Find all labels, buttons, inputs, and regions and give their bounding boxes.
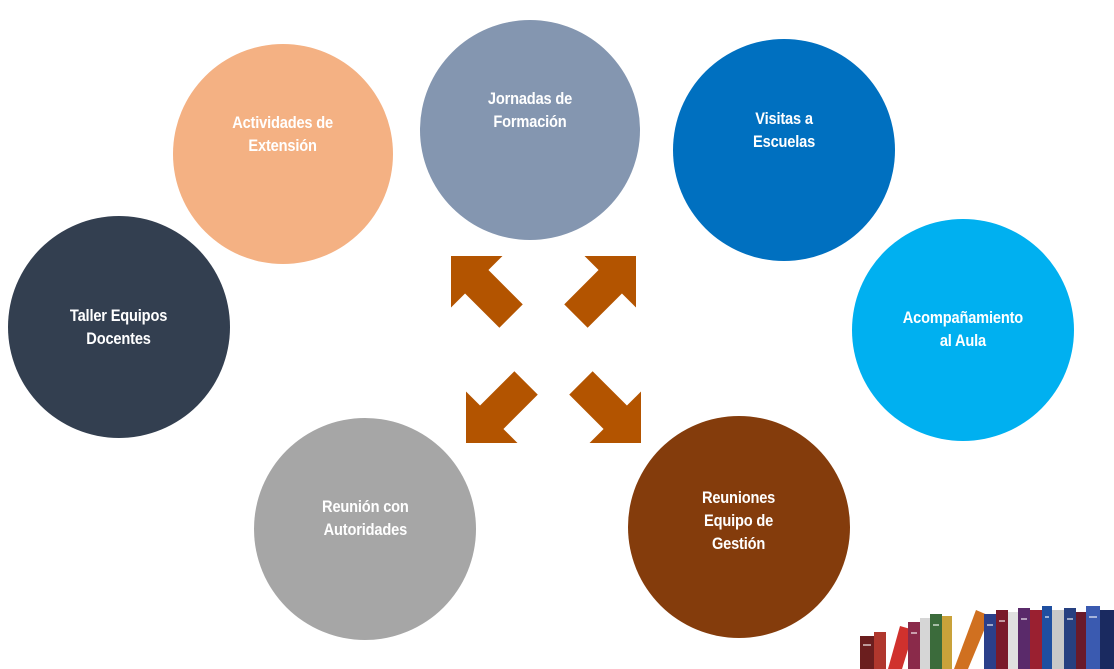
arrow-down-right-icon — [569, 371, 641, 443]
node-label: Actividades de Extensión — [232, 113, 334, 155]
node-label: Reunión con Autoridades — [321, 497, 409, 539]
node-acompanamiento-al-aula: Acompañamiento al Aula — [852, 219, 1074, 441]
node-label: Acompañamiento al Aula — [902, 308, 1024, 350]
node-jornadas-de-formacion: Jornadas de Formación — [420, 20, 640, 240]
arrow-down-left-icon — [466, 371, 538, 443]
node-reuniones-equipo-de-gestion: Reuniones Equipo de Gestión — [628, 416, 850, 638]
node-reunion-con-autoridades: Reunión con Autoridades — [254, 418, 476, 640]
arrow-up-left-icon — [451, 256, 523, 328]
arrow-up-right-icon — [564, 256, 636, 328]
node-label: Taller Equipos Docentes — [70, 306, 168, 348]
node-label: Jornadas de Formación — [487, 89, 573, 131]
node-visitas-a-escuelas: Visitas a Escuelas — [673, 39, 895, 261]
node-label: Visitas a Escuelas — [752, 109, 816, 151]
books-icon — [860, 606, 1114, 669]
node-actividades-de-extension: Actividades de Extensión — [173, 44, 393, 264]
node-label: Reuniones Equipo de Gestión — [702, 487, 776, 553]
node-taller-equipos-docentes: Taller Equipos Docentes — [8, 216, 230, 438]
